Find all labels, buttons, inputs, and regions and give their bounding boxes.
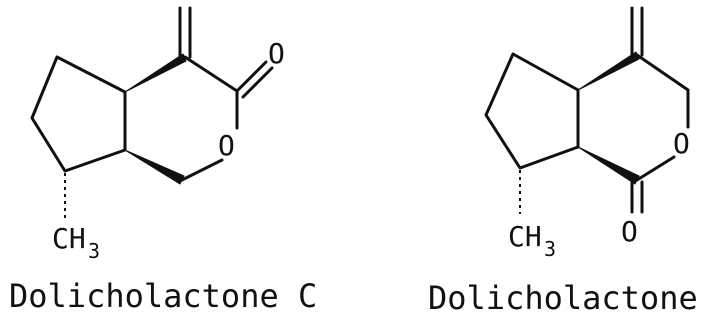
wedge-bond-upper — [124, 53, 187, 93]
methyl-subscript: 3 — [88, 239, 100, 263]
wedge-bond-lower — [124, 149, 185, 185]
carbonyl-oxygen-label: O — [268, 37, 285, 70]
carbonyl-double-bond-second — [241, 66, 274, 99]
methyl-label: CH — [508, 220, 542, 253]
ring-bond-c-ch2 — [635, 53, 690, 92]
caption-dolicholactone-c: Dolicholactone C — [9, 277, 317, 315]
wedge-bond-upper — [577, 51, 640, 91]
ring-oxygen-label: O — [218, 129, 235, 162]
ring-bond-oxygen-carbonyl — [635, 155, 676, 182]
wedge-bond-lower — [577, 146, 640, 185]
caption-dolicholactone-d: Dolicholactone D — [428, 279, 719, 317]
methyl-subscript: 3 — [544, 237, 556, 261]
cyclopentane-ring-bonds — [30, 55, 127, 173]
methyl-label: CH — [52, 222, 86, 255]
cyclopentane-ring-bonds — [484, 52, 580, 170]
molecule-dolicholactone-d: O O CH 3 Dolicholactone D — [428, 6, 719, 317]
ring-bond-oxygen-ch2 — [180, 158, 224, 182]
carbonyl-oxygen-label: O — [621, 215, 638, 248]
ring-oxygen-label: O — [673, 127, 690, 160]
ring-bond-c4-carbonyl — [183, 55, 239, 93]
carbonyl-double-bond — [235, 60, 268, 93]
molecule-dolicholactone-c: O O CH 3 Dolicholactone C — [9, 6, 317, 315]
